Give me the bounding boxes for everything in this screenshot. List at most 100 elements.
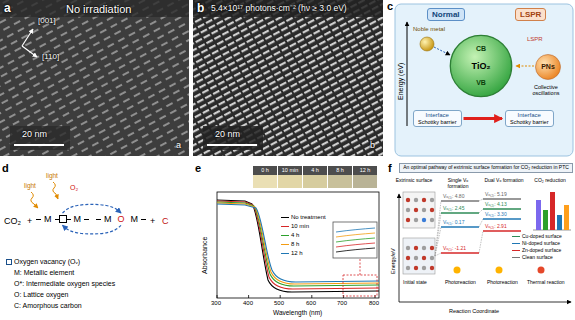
surface-model-part: [414, 246, 418, 250]
surface-model-part: [406, 266, 410, 270]
stm-image-b-part: [193, 0, 383, 17]
panel-text: Photoreaction: [487, 280, 518, 286]
plot-frame-part: [217, 192, 379, 298]
energy-axes-part: [399, 302, 571, 303]
legend-entry: Cu-doped surface: [512, 234, 562, 240]
panel-text: 5.4×10¹⁷ photons·cm⁻² (hν ≥ 3.0 eV): [211, 4, 347, 14]
panel-text: [001]: [38, 16, 56, 25]
surface-model-part: [414, 218, 418, 222]
panel-text: +: [150, 216, 155, 226]
semiconductor-particle: CBTiO₂VB: [449, 34, 513, 98]
inset-plot-part: [336, 228, 375, 232]
interface-box-text: Interface: [518, 112, 541, 119]
legend-entry: No treatment: [281, 214, 326, 221]
legend-spacer: [6, 306, 12, 307]
energy-level-part: [483, 198, 521, 200]
surface-model-part: [406, 246, 410, 250]
pathway-dash-part: [479, 231, 483, 253]
light-icon: [454, 267, 545, 274]
semiconductor-particle-text: VB: [476, 79, 486, 87]
panel-text-letter: a: [4, 2, 11, 16]
legend-line: [281, 226, 289, 227]
plot-frame-part: [280, 295, 281, 298]
panel-text-letter: b: [197, 2, 204, 16]
legend-text: O: Lattice oxygen: [14, 291, 68, 299]
energy-level-part: [441, 226, 479, 228]
panel-text: Vₒ₍₁₎: 0.17: [443, 220, 464, 226]
panel-text: light: [24, 182, 36, 189]
legend-entry: O*: Intermediate oxygen species: [6, 280, 115, 288]
panel-text: 600: [306, 300, 316, 307]
oxide-structure-text: O: [115, 214, 128, 224]
legend-entry: Zn-doped surface: [512, 248, 561, 254]
legend-text: Oxygen vacancy (Oᵥ): [14, 258, 80, 266]
energy-level-part: [441, 212, 479, 214]
light-arrow-part: [31, 192, 38, 208]
legend-entry: Clean surface: [512, 255, 553, 261]
cycle-arrow: [63, 225, 122, 234]
product-bars-part: [564, 205, 569, 230]
energy-level-part: [441, 252, 479, 254]
pathway-dash-part: [435, 227, 441, 256]
absorbance-curve-part: [217, 204, 379, 282]
plasmonic-particle-text: PNs: [541, 63, 555, 71]
panel-text: O₂: [70, 184, 78, 192]
surface-model-part: [414, 256, 418, 260]
panel-text: 10 min: [278, 167, 302, 173]
electron-transfer: [516, 66, 534, 67]
panel-text: LSPR: [527, 36, 543, 43]
interface-box-text: Interface: [426, 112, 449, 119]
pathway-dash-part: [479, 219, 483, 227]
pathway-dash-part: [479, 199, 483, 201]
surface-model-part: [406, 198, 410, 202]
panel-text: Single Vₒ formation: [437, 178, 479, 190]
panel-text-letter: f: [388, 162, 392, 175]
zoom-box-part: [343, 275, 377, 296]
panel-text: Vₒ₍₂₎: 4.13: [485, 202, 507, 208]
vacancy-structure: MM: [36, 214, 89, 224]
scale-bar: [14, 144, 64, 146]
absorbance-curve-part: [217, 203, 379, 284]
sample-photo-part: [328, 166, 352, 175]
panel-text: 500: [274, 300, 284, 307]
legend-line: [281, 253, 289, 254]
energy-level: [441, 199, 521, 253]
surface-model-part: [422, 208, 426, 212]
sample-photo-part: [278, 166, 302, 175]
stm-image-b: [193, 0, 383, 156]
chart-panel: e0 h10 min4 h8 h12 hAbsorbance3004005006…: [193, 162, 383, 320]
panel-text: 800: [369, 300, 379, 307]
panel-text: light: [46, 172, 58, 179]
light-arrow-part: [53, 182, 58, 199]
absorbance-curve-part: [217, 201, 379, 289]
vacancy-square: [59, 215, 67, 223]
header-box-text: LSPR: [520, 10, 541, 19]
legend-text: Cu-doped surface: [522, 234, 562, 240]
panel-text: 300: [211, 300, 221, 307]
absorbance-curve-part: [217, 200, 379, 292]
inset-plot-part: [336, 233, 375, 237]
legend-spacer: [6, 284, 12, 285]
product-bars: [533, 192, 571, 230]
stm-image-b-part: [203, 126, 263, 150]
legend-entry: M: Metallic element: [6, 269, 74, 277]
legend-entry: C: Amorphous carbon: [6, 302, 82, 310]
pathway-dash-part: [435, 253, 441, 256]
energy-level-part: [483, 230, 521, 232]
legend-text: 12 h: [291, 250, 303, 257]
legend-entry: 4 h: [281, 232, 299, 239]
panel-text: Energy (eV): [397, 63, 405, 100]
lspr-scheme-background-part: [395, 4, 573, 156]
sample-photo-part: [253, 166, 277, 188]
panel-text: b: [370, 140, 375, 150]
sample-photo-part: [353, 166, 377, 188]
crystal-axes-part: [22, 46, 37, 57]
panel-text: a: [176, 140, 181, 150]
energy-level-part: [483, 208, 521, 210]
header-box-text: Normal: [432, 10, 460, 19]
semiconductor-particle-outline-part: [450, 35, 511, 96]
panel-text: [110]: [42, 52, 59, 61]
crystal-axes-part: [22, 29, 33, 46]
oxide-structure: MOM: [96, 214, 146, 224]
